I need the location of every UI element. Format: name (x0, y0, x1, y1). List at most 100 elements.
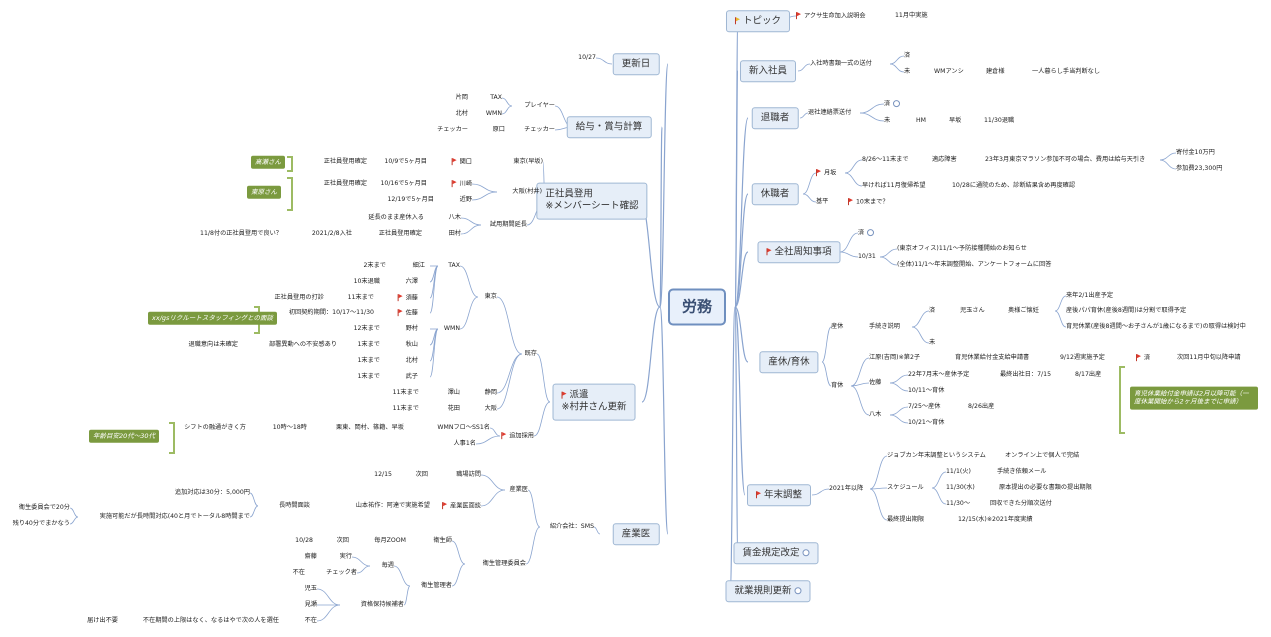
connector (1054, 295, 1067, 312)
hire-trial2-item: 正社員登用確定 (378, 229, 422, 237)
dispatch-tokyo: 東京 (484, 292, 497, 300)
root-topic[interactable]: 労務 (667, 288, 727, 326)
industrial-c-next: 次回 (336, 536, 349, 544)
hire-trial2-date: 2021/2/8入社 (311, 229, 352, 237)
connector (489, 427, 501, 437)
new-hire-node[interactable]: 新入社員 (739, 60, 797, 82)
connector (451, 540, 466, 565)
connector (889, 55, 905, 65)
industrial-overtime: 長時間面談 (279, 501, 310, 509)
leave-donation: 寄付金10万円 (1176, 148, 1215, 156)
dispatch-row-5-until: 1末まで (357, 340, 381, 348)
notice-node[interactable]: 全社周知事項 (757, 241, 841, 263)
payroll-c1: 原口 (492, 125, 505, 133)
industrial-cost: 追加対応は30分：5,000円 (174, 488, 250, 496)
maternity-done: 済 (929, 306, 936, 314)
flag-icon (816, 169, 822, 177)
industrial-every: 毎週 (381, 561, 394, 569)
work-rule-node[interactable]: 就業規則更新 (725, 580, 811, 602)
year-end-s1: 11/1(火) (946, 467, 971, 475)
connector (889, 374, 909, 384)
connector (850, 385, 870, 416)
year-end-node[interactable]: 年末調整 (746, 484, 812, 506)
leave-node[interactable]: 休職者 (751, 183, 799, 205)
maternity-edogawa: 江原(吉岡)※第2子 (869, 353, 921, 361)
expand-icon[interactable] (867, 229, 875, 237)
dispatch-os-until: 11末まで (392, 404, 419, 412)
connector (729, 306, 736, 592)
maternity-sato-1: 22年7月末〜産休予定 (908, 370, 970, 378)
connector (536, 353, 551, 403)
dispatch-row-6-name: 北村 (405, 356, 418, 364)
topic-item-detail: 11月中実施 (895, 11, 928, 19)
update-date: 10/27 (578, 53, 596, 61)
connector (460, 224, 482, 235)
industrial-note: 衛生委員会で20分 (18, 503, 70, 511)
update-node[interactable]: 更新日 (612, 53, 660, 75)
flag-icon (397, 294, 404, 302)
maternity-sankyu: 産休 (831, 322, 844, 330)
hire-question: 11/8付の正社員登用で良い？ (200, 229, 282, 237)
dispatch-row-1-name: 六澤 (405, 277, 418, 285)
notice-item-2: (全体)11/1〜年末調整開始、アンケートフォームに回答 (897, 260, 1052, 268)
retire-done: 済 (884, 100, 901, 108)
expand-icon[interactable] (794, 587, 802, 595)
connector (501, 105, 513, 115)
dispatch-add-area: 栗東、岡村、篠籍、早坂 (335, 423, 404, 431)
connector (659, 63, 669, 308)
payroll-p1: 片岡 (455, 93, 468, 101)
connector (593, 526, 601, 535)
connector (839, 232, 859, 253)
dispatch-add-hours: 10時〜18時 (272, 423, 307, 431)
leave-other: 基平 (816, 197, 829, 205)
wage-rule-node[interactable]: 賃金規定改定 (733, 542, 819, 564)
topic-item[interactable]: アクサ生命加入説明会 (796, 12, 866, 20)
connector (859, 112, 885, 122)
year-end-s2-note: 原本提出の必要な書類の提出期限 (999, 483, 1092, 491)
maternity-note-bracket (1119, 366, 1125, 434)
flag-icon (451, 180, 458, 188)
maternity-schedule: 9/12週実施予定 (1060, 353, 1105, 361)
notice-date: 10/31 (858, 252, 876, 260)
connector (496, 353, 523, 394)
connector (734, 306, 739, 554)
industrial-name: 山本祐作：阿達で実施希望 (355, 501, 430, 509)
expand-icon[interactable] (893, 100, 901, 108)
expand-icon[interactable] (802, 549, 810, 557)
flag-icon (734, 17, 741, 25)
industrial-node[interactable]: 産業医 (612, 523, 660, 545)
retire-node[interactable]: 退職者 (751, 107, 799, 129)
industrial-hygiene: 衛生管理者 (421, 581, 452, 589)
connector (869, 455, 888, 490)
hire-tokyo: 東京(早坂) (513, 157, 543, 165)
connector (316, 604, 341, 622)
dispatch-add-shift: シフトの融通がきく方 (184, 423, 246, 431)
flag-icon (848, 198, 854, 206)
payroll-node[interactable]: 給与・賞与計算 (566, 116, 652, 138)
connector (496, 353, 523, 410)
dispatch-extra-2: 部署異動への不安感あり (268, 340, 337, 348)
topic-node[interactable]: トピック (725, 10, 791, 32)
industrial-done: 実行 (339, 552, 352, 560)
dispatch-add: 追加採用 (501, 432, 534, 440)
maternity-plan-2: 産後パパ育休(産後8週間)は分割で取得予定 (1066, 306, 1187, 314)
dispatch-row-7-until: 1末まで (357, 372, 381, 380)
retire-name: 早坂 (949, 116, 962, 124)
hire-osaka: 大阪(村井) (512, 187, 542, 195)
dispatch-add-person: 人事1名 (453, 439, 477, 447)
connector (249, 492, 259, 507)
connector (641, 306, 661, 403)
connector (734, 193, 749, 308)
dispatch-row-2-until: 11末まで (347, 293, 374, 301)
maternity-node[interactable]: 産休/育休 (759, 351, 819, 373)
connector (802, 172, 817, 195)
connector (734, 70, 739, 308)
hire-node[interactable]: 正社員登用※メンバーシート確認 (536, 182, 648, 220)
dispatch-node[interactable]: 派遣※村井さん更新 (552, 383, 636, 421)
year-end-system-note: オンライン上で個人で完結 (1005, 451, 1080, 459)
dispatch-row-5-name: 秋山 (405, 340, 418, 348)
dispatch-s-name: 澤山 (447, 388, 460, 396)
year-end-final-date: 12/15(水)※2021年度実績 (958, 515, 1033, 523)
connector (821, 326, 832, 363)
dispatch-row-0-name: 細江 (412, 261, 425, 269)
